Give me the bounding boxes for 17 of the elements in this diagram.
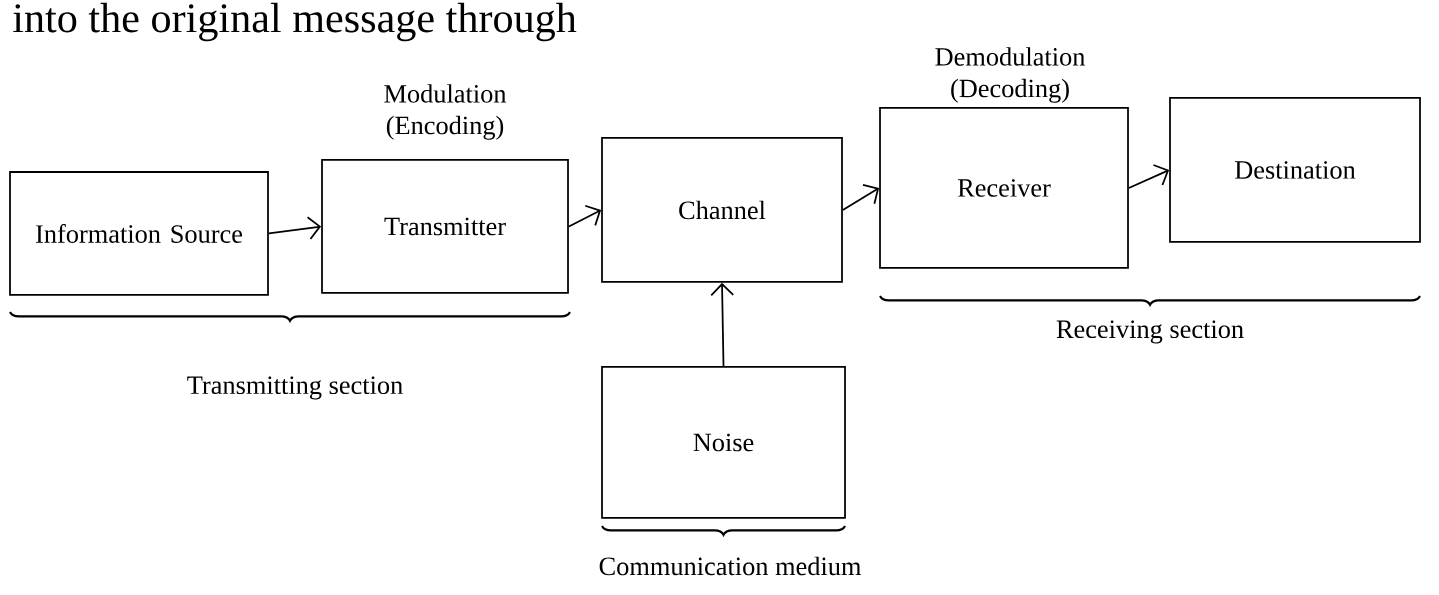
section-label: Transmitting section (187, 376, 403, 400)
block-box: Transmitter (321, 159, 569, 294)
block-box: Information Source (9, 171, 269, 296)
section-label: Receiving section (1056, 320, 1244, 344)
arrow (842, 184, 880, 211)
section-label: Communication medium (599, 556, 862, 576)
block-box: Destination (1169, 97, 1421, 243)
block-caption: Modulation (Encoding) (384, 84, 507, 140)
page-text: into the original message through (13, 2, 577, 42)
block-box: Receiver (879, 107, 1129, 269)
arrow (268, 216, 322, 240)
arrow (710, 282, 735, 367)
block-box: Channel (601, 137, 843, 283)
block-box: Noise (601, 366, 846, 519)
arrow (568, 204, 602, 228)
arrow (1128, 164, 1170, 189)
block-caption: Demodulation (Decoding) (935, 47, 1086, 103)
